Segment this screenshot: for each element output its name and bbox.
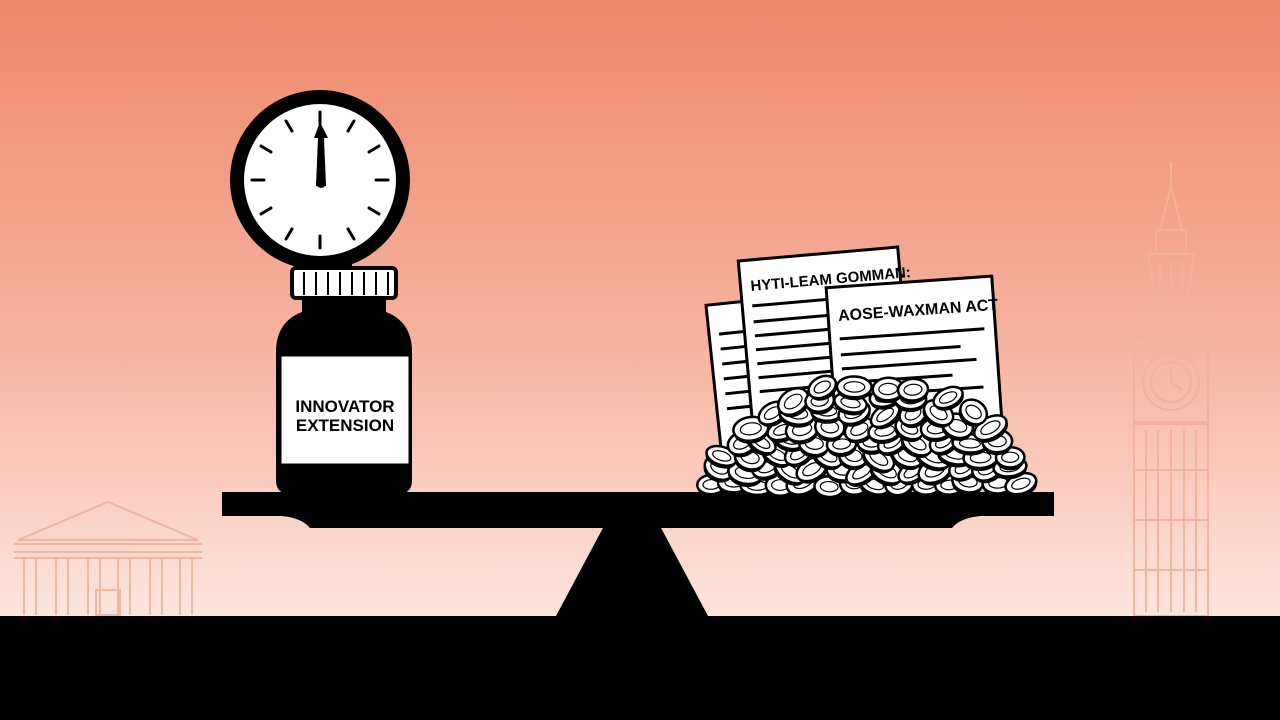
ground [0, 616, 1280, 720]
bottle-label-line1: INNOVATOR [295, 397, 394, 416]
pill [837, 376, 872, 401]
bottle-label-line2: EXTENSION [296, 416, 394, 435]
clock-icon [230, 90, 410, 270]
